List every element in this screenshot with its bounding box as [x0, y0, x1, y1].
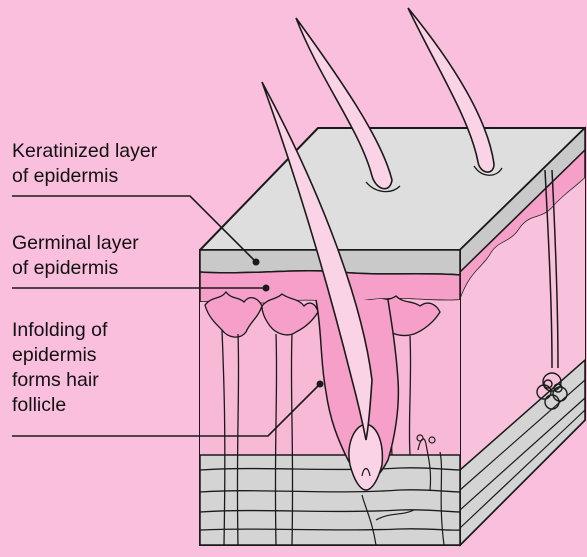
label-germinal-line-2: of epidermis — [12, 256, 139, 281]
label-keratinized-layer: Keratinized layer of epidermis — [12, 139, 157, 189]
label-keratinized-line-2: of epidermis — [12, 164, 157, 189]
label-infolding-hair-follicle: Infolding of epidermis forms hair follic… — [12, 318, 107, 418]
label-infolding-line-4: follicle — [12, 393, 107, 418]
label-keratinized-line-1: Keratinized layer — [12, 139, 157, 164]
label-infolding-line-3: forms hair — [12, 368, 107, 393]
label-infolding-line-1: Infolding of — [12, 318, 107, 343]
label-infolding-line-2: epidermis — [12, 343, 107, 368]
label-germinal-line-1: Germinal layer — [12, 231, 139, 256]
label-germinal-layer: Germinal layer of epidermis — [12, 231, 139, 281]
